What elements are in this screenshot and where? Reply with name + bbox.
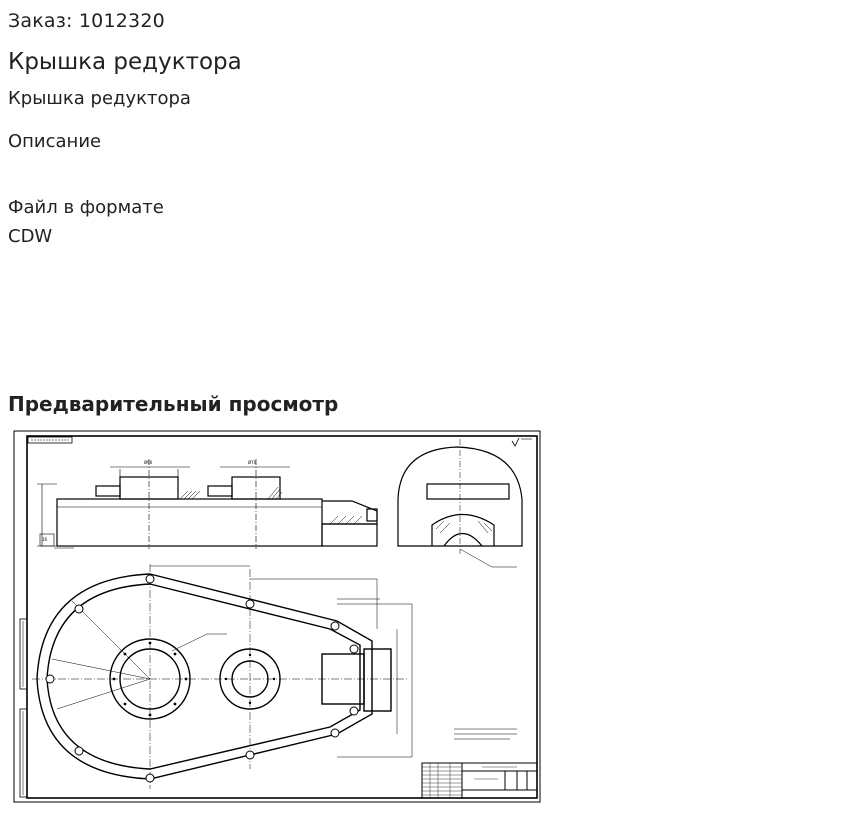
preview-image[interactable]: Ø90 Ø70 16 [12,429,542,805]
page-title: Крышка редуктора [8,49,242,75]
svg-text:16: 16 [42,537,48,542]
product-subtitle: Крышка редуктора [8,88,191,109]
svg-text:Ø90: Ø90 [144,460,153,465]
description-text: Файл в формате CDW [8,197,164,247]
order-number: Заказ: 1012320 [8,10,165,32]
description-heading: Описание [8,131,102,152]
svg-text:Ø70: Ø70 [248,460,257,465]
technical-drawing: Ø90 Ø70 16 [13,430,541,803]
preview-heading: Предварительный просмотр [8,392,339,416]
